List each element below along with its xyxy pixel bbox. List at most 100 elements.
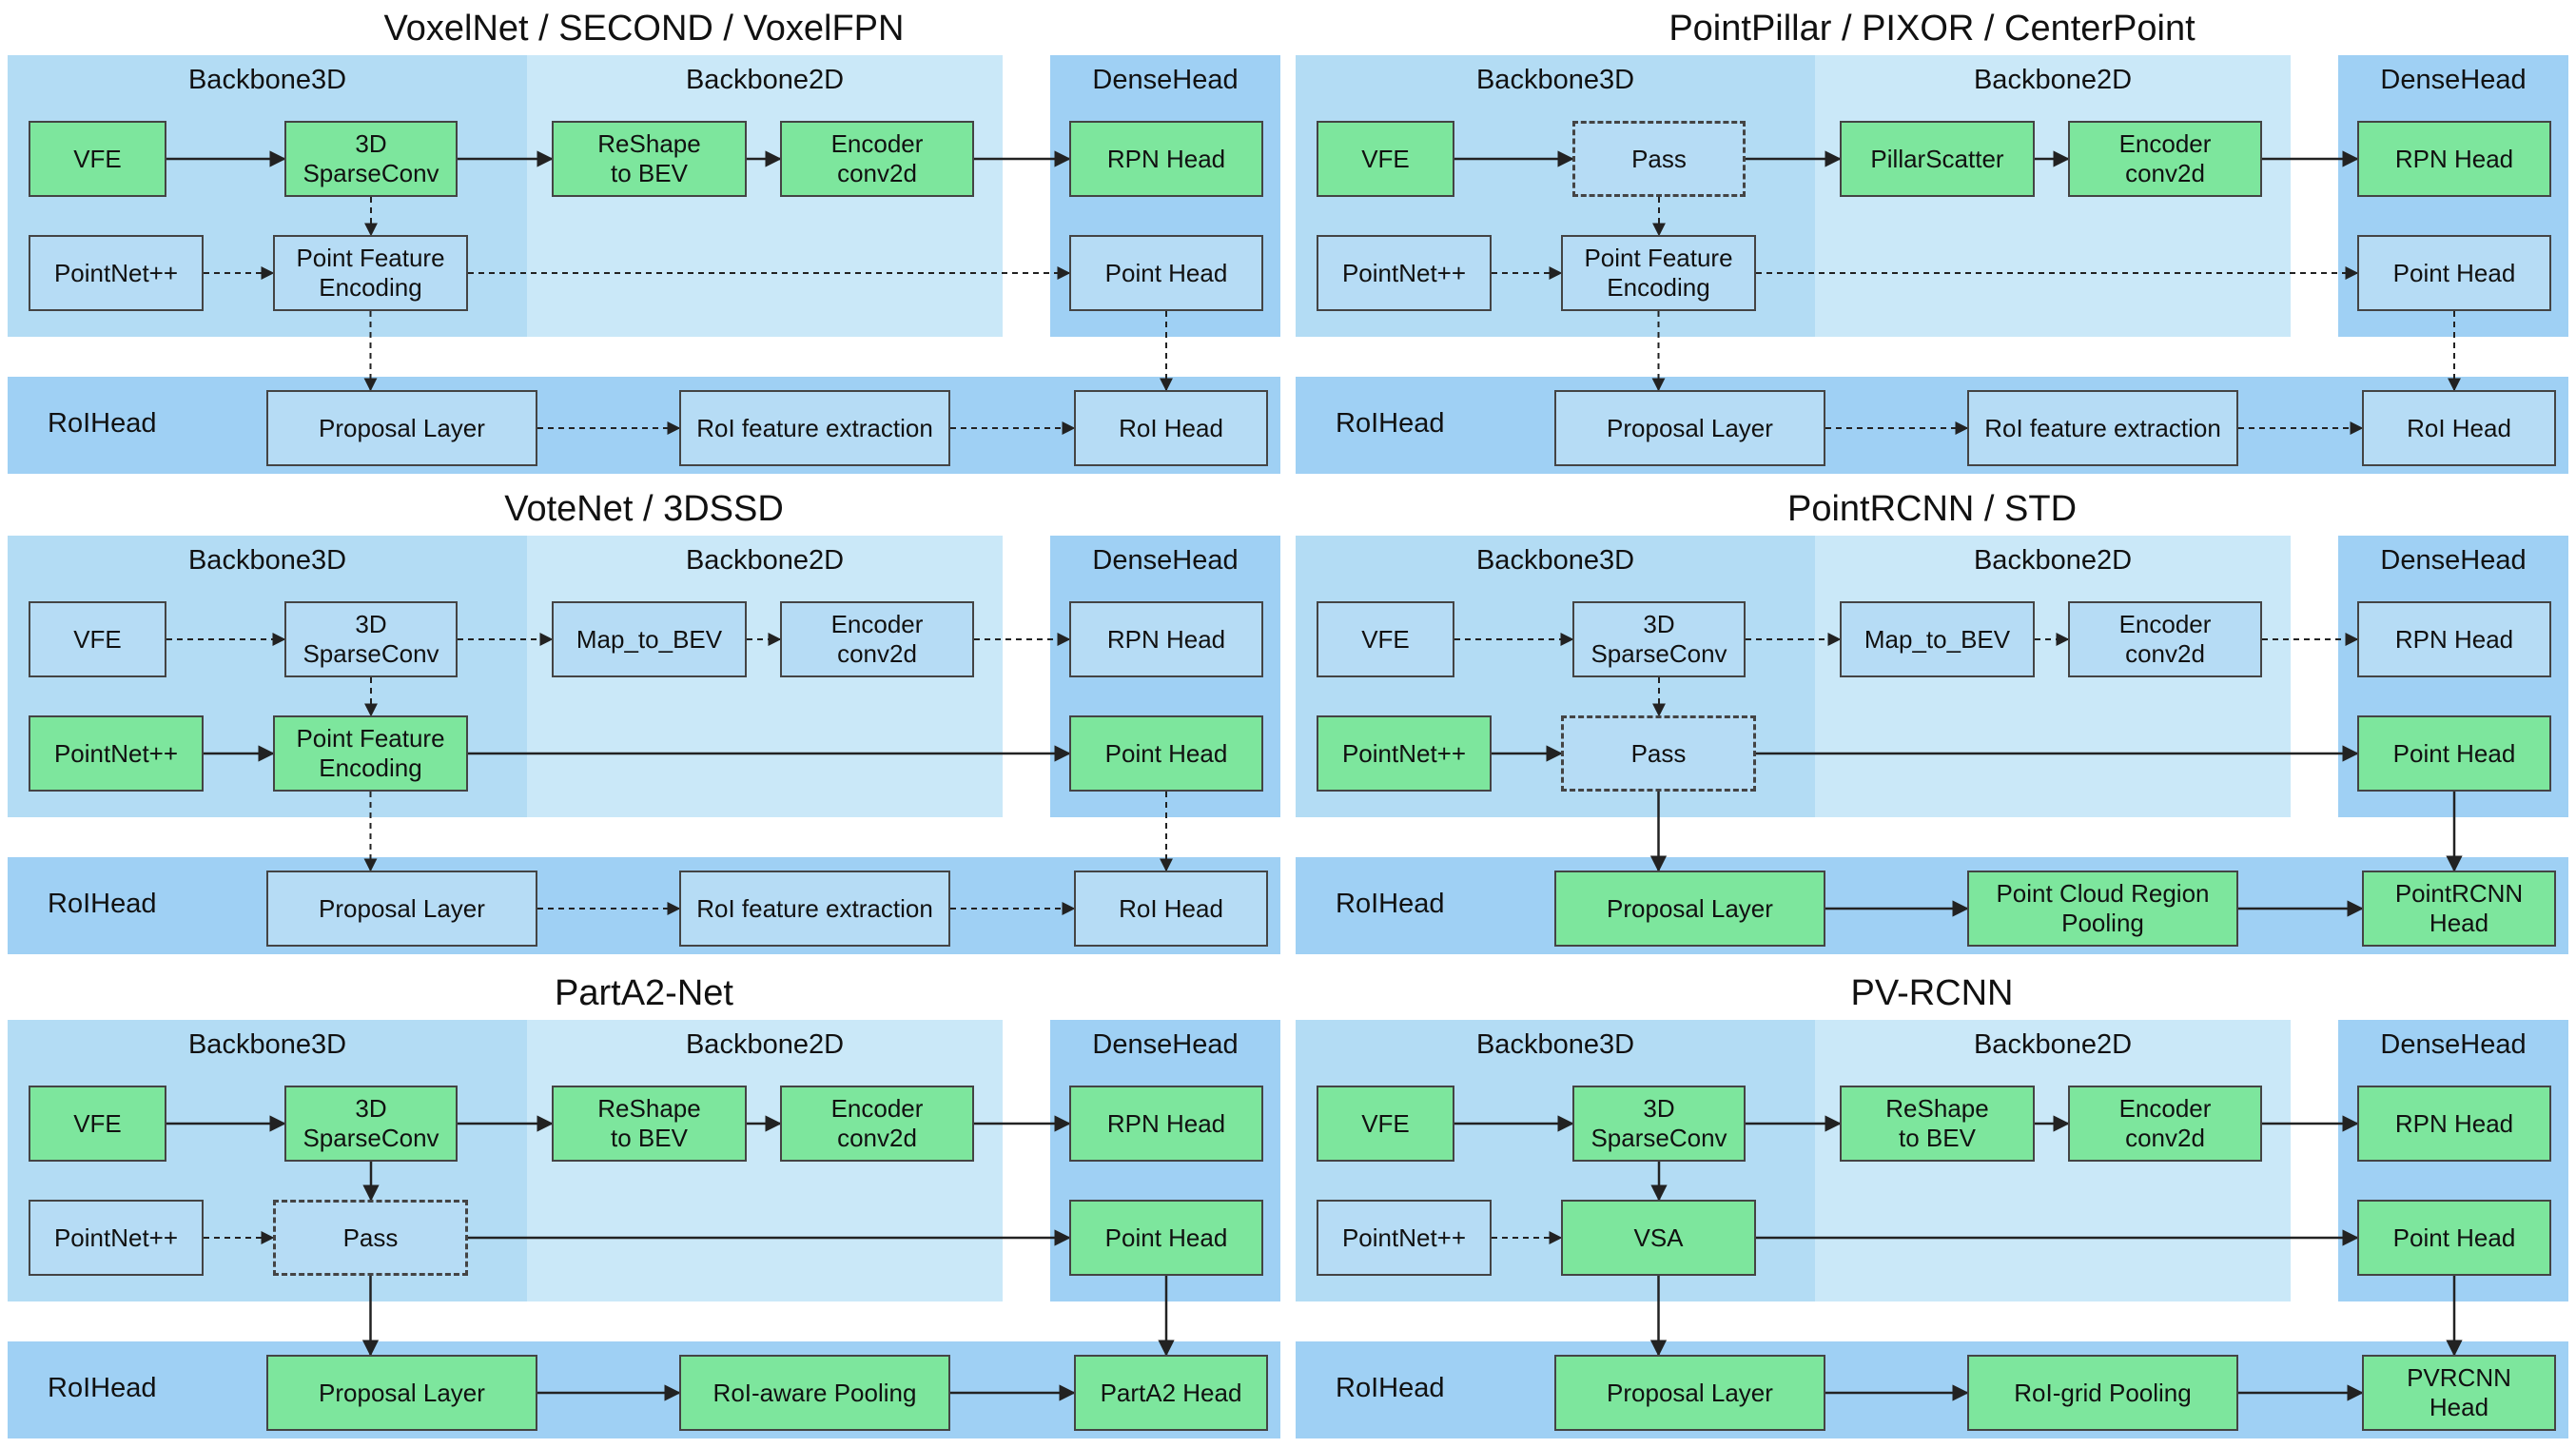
node-label: RoI feature extraction: [696, 413, 933, 442]
node-label: VFE: [1361, 144, 1410, 173]
node-label: Encoder conv2d: [830, 129, 924, 187]
node-roihead: PointRCNN Head: [2362, 871, 2556, 947]
node-sparseconv: 3D SparseConv: [284, 1086, 458, 1162]
node-roifeat: RoI feature extraction: [1967, 390, 2238, 466]
region-backbone3d-label: Backbone3D: [1475, 1029, 1635, 1060]
node-label: Proposal Layer: [319, 893, 485, 923]
node-label: RoI-aware Pooling: [712, 1378, 917, 1407]
node-label: RPN Head: [1106, 1108, 1226, 1138]
node-proposal: Proposal Layer: [1554, 871, 1825, 947]
node-roifeat: RoI feature extraction: [679, 871, 950, 947]
panel-title: PartA2-Net: [555, 973, 733, 1013]
node-encoder: Encoder conv2d: [2068, 121, 2262, 197]
node-reshape: Map_to_BEV: [552, 601, 747, 677]
node-proposal: Proposal Layer: [1554, 1355, 1825, 1431]
node-proposal: Proposal Layer: [266, 390, 537, 466]
node-label: RPN Head: [2394, 624, 2514, 654]
node-label: ReShape to BEV: [1885, 1094, 1989, 1152]
node-proposal: Proposal Layer: [1554, 390, 1825, 466]
node-pointnet: PointNet++: [29, 1200, 204, 1276]
node-label: RoI-grid Pooling: [2014, 1378, 2192, 1407]
node-vfe: VFE: [1317, 121, 1454, 197]
region-roihead-label: RoIHead: [1336, 1373, 1445, 1403]
node-label: RPN Head: [1106, 144, 1226, 173]
node-label: Point Feature Encoding: [296, 244, 445, 302]
node-vfe: VFE: [29, 1086, 166, 1162]
node-label: PointNet++: [53, 258, 179, 287]
region-backbone2d-label: Backbone2D: [1973, 1029, 2133, 1060]
region-densehead-label: DenseHead: [2380, 65, 2527, 95]
node-roihead: RoI Head: [2362, 390, 2556, 466]
node-label: VFE: [1361, 624, 1410, 654]
node-reshape: PillarScatter: [1840, 121, 2035, 197]
node-sparseconv: Pass: [1572, 121, 1746, 197]
node-sparseconv: 3D SparseConv: [1572, 1086, 1746, 1162]
node-roifeat: Point Cloud Region Pooling: [1967, 871, 2238, 947]
node-label: Map_to_BEV: [576, 624, 723, 654]
node-encoder: Encoder conv2d: [2068, 1086, 2262, 1162]
node-proposal: Proposal Layer: [266, 1355, 537, 1431]
node-roihead: RoI Head: [1074, 871, 1268, 947]
node-label: Encoder conv2d: [830, 1094, 924, 1152]
node-label: Proposal Layer: [1607, 1378, 1773, 1407]
node-vfe: VFE: [29, 601, 166, 677]
node-reshape: Map_to_BEV: [1840, 601, 2035, 677]
node-rpn: RPN Head: [2357, 601, 2551, 677]
node-pointhead: Point Head: [1069, 715, 1263, 792]
node-label: Point Head: [1104, 738, 1228, 768]
node-label: Encoder conv2d: [2118, 610, 2212, 668]
region-backbone3d-label: Backbone3D: [187, 65, 347, 95]
panel-title: PV-RCNN: [1850, 973, 2014, 1013]
node-label: RoI feature extraction: [696, 893, 933, 923]
node-encoder: Encoder conv2d: [780, 1086, 974, 1162]
node-reshape: ReShape to BEV: [1840, 1086, 2035, 1162]
node-proposal: Proposal Layer: [266, 871, 537, 947]
node-label: PointNet++: [53, 1223, 179, 1252]
node-label: PointNet++: [1341, 738, 1467, 768]
node-pfe: Point Feature Encoding: [1561, 235, 1756, 311]
node-label: RoI feature extraction: [1984, 413, 2221, 442]
node-label: Point Head: [2392, 1223, 2516, 1252]
node-label: Point Head: [1104, 1223, 1228, 1252]
node-label: Encoder conv2d: [830, 610, 924, 668]
node-roihead: PVRCNN Head: [2362, 1355, 2556, 1431]
node-label: Pass: [1630, 738, 1687, 768]
node-label: 3D SparseConv: [302, 1094, 439, 1152]
node-pointhead: Point Head: [1069, 1200, 1263, 1276]
node-sparseconv: 3D SparseConv: [284, 601, 458, 677]
node-label: VFE: [73, 144, 122, 173]
node-label: ReShape to BEV: [597, 129, 701, 187]
region-backbone3d-label: Backbone3D: [187, 1029, 347, 1060]
node-pointnet: PointNet++: [29, 235, 204, 311]
node-label: Proposal Layer: [1607, 413, 1773, 442]
node-rpn: RPN Head: [1069, 601, 1263, 677]
node-label: PillarScatter: [1870, 144, 2004, 173]
region-densehead-label: DenseHead: [1092, 1029, 1239, 1060]
node-label: Point Feature Encoding: [1584, 244, 1733, 302]
node-roihead: PartA2 Head: [1074, 1355, 1268, 1431]
node-vfe: VFE: [29, 121, 166, 197]
node-label: RoI Head: [1119, 893, 1223, 923]
node-rpn: RPN Head: [2357, 121, 2551, 197]
region-densehead-label: DenseHead: [2380, 545, 2527, 576]
region-densehead-label: DenseHead: [1092, 545, 1239, 576]
node-label: Proposal Layer: [319, 413, 485, 442]
region-backbone2d-label: Backbone2D: [685, 545, 845, 576]
node-pointnet: PointNet++: [29, 715, 204, 792]
region-densehead-label: DenseHead: [1092, 65, 1239, 95]
region-backbone2d-label: Backbone2D: [685, 1029, 845, 1060]
region-backbone2d-label: Backbone2D: [1973, 545, 2133, 576]
node-label: 3D SparseConv: [302, 129, 439, 187]
node-pfe: Point Feature Encoding: [273, 715, 468, 792]
region-densehead-label: DenseHead: [2380, 1029, 2527, 1060]
node-rpn: RPN Head: [1069, 1086, 1263, 1162]
node-pointhead: Point Head: [2357, 715, 2551, 792]
node-pointnet: PointNet++: [1317, 235, 1492, 311]
region-backbone3d-label: Backbone3D: [1475, 65, 1635, 95]
node-roihead: RoI Head: [1074, 390, 1268, 466]
